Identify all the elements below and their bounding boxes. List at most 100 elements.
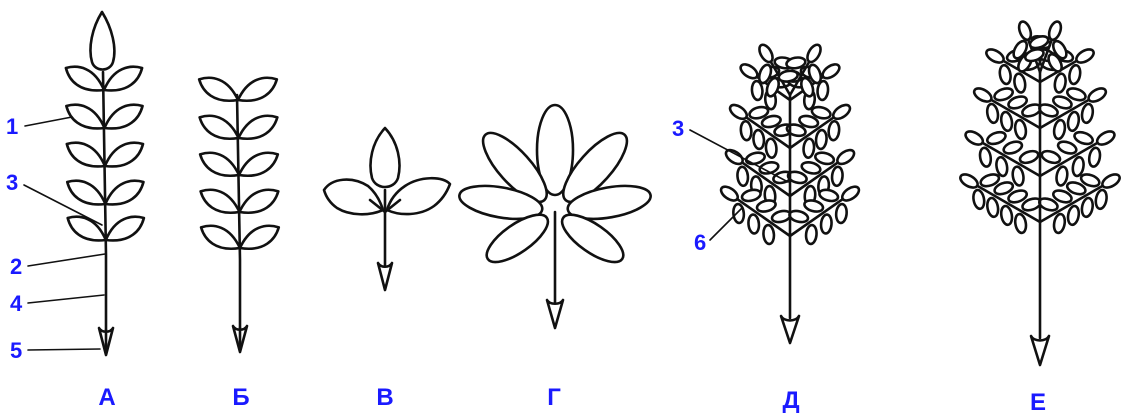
figure-d-pinna-right-4-leaflet-1a [788,209,809,224]
figure-d-pinna-right-3-leaflet-tip [835,147,857,166]
figure-b-leaflet-right-2 [238,116,277,139]
figure-e-pinna-right-3-leaflet-1a [1040,149,1061,165]
figure-a-leaflet-left-3 [67,143,105,167]
figure-e-stipule-base [1031,336,1049,365]
figure-e-pinna-left-4-leaflet-1a [1014,213,1028,234]
callout-1: 1 [6,114,18,139]
leader-2 [28,254,105,266]
figure-e-pinna-left-3-leaflet-3a [979,147,993,168]
figure-e-pinna-right-4-leaflet-1b [1053,213,1067,234]
figure-d-pinna-left-2-leaflet-1a [765,138,777,158]
figure-d-pinna-left-1-leaflet-tip [738,62,760,81]
figure-label-d: Д [782,387,799,414]
figure-d-pinna-top-right-leaflet-tip [805,43,824,65]
figure-d-pinna-right-4-leaflet-2a [803,199,824,214]
figure-b-leaflet-right-3 [239,153,278,176]
figure-d-pinna-right-2-leaflet-1b [803,138,815,158]
figure-v-right-leaflet [387,178,450,214]
callout-6: 6 [694,230,706,255]
figure-d-pinna-right-4-leaflet-3b [835,204,847,224]
figure-d-pinna-left-4-leaflet-1a [763,225,775,245]
figure-b-paripinnate-leaf [199,78,279,352]
figure-e-pinna-left-2-leaflet-tip [972,86,994,105]
figure-b-leaflet-left-2 [200,116,239,139]
leader-6 [710,208,742,240]
figure-e-pinna-right-2-leaflet-2b [1067,111,1081,132]
figure-e-pinna-left-1-leaflet-tip [984,47,1006,66]
figure-e-pinna-left-3-leaflet-1a [1011,166,1025,187]
figure-d-pinna-top-left-leaflet-tip [757,43,776,65]
figure-a-leaflet-right-3 [105,143,143,167]
figure-g-stipule-base [547,300,563,328]
figure-d-pinna-left-2-leaflet-tip [728,102,750,121]
figure-a-leaflet-left-4 [67,181,105,205]
figure-e-pinna-right-2-leaflet-3b [1081,103,1095,124]
figure-d-pinna-right-2-leaflet-3b [828,121,840,141]
figure-e-pinna-right-4-leaflet-tip [1100,172,1122,191]
figure-e-pinna-right-1-leaflet-1b [1053,73,1067,94]
leader-1 [25,117,72,126]
figure-e-pinna-left-2-leaflet-1a [1014,119,1028,140]
figure-e-pinna-right-4-leaflet-4b [1094,189,1108,210]
figure-e-pinna-left-2-leaflet-2a [1000,111,1014,132]
figure-e-pinna-left-3-leaflet-3b [986,130,1007,146]
figure-a-leaflet-right-2 [104,105,142,129]
figure-e-pinna-left-4-leaflet-3a [986,197,1000,218]
figure-a-leaflet-right-5 [106,217,144,241]
figure-d-pinna-left-4-leaflet-3a [733,204,745,224]
figure-d-stipule-base [781,316,799,343]
figure-b-leaflet-left-5 [201,226,240,249]
figure-e-pinna-top-right-leaflet-tip [1047,20,1063,41]
figure-e-pinna-right-2-leaflet-tip [1086,86,1108,105]
figure-e-pinna-right-4-leaflet-3b [1081,197,1095,218]
callout-4: 4 [10,291,23,316]
figure-e-pinna-right-3-leaflet-1b [1055,166,1069,187]
callout-5: 5 [10,338,22,363]
figure-a-terminal-leaflet [90,12,114,70]
figure-d-pinna-right-4-leaflet-tip [840,184,862,203]
figure-d-pinna-left-4-leaflet-2a [748,214,760,234]
figure-d-pinna-left-4-leaflet-3b [741,188,762,203]
figure-e-pinna-right-4-leaflet-2b [1067,205,1081,226]
figure-label-a: А [98,384,115,411]
figure-e-pinna-right-1-leaflet-tip [1074,47,1096,66]
figure-d-pinna-right-2-leaflet-tip [831,102,853,121]
callout-3-figure-a: 3 [6,170,18,195]
figure-e-pinna-left-3-leaflet-1b [1018,149,1039,165]
figure-e-pinna-right-3-leaflet-2b [1071,156,1085,177]
figure-d-pinna-right-3-leaflet-3b [831,166,843,186]
figure-d-pinna-left-4-leaflet-tip [719,184,741,203]
figure-e-tripinnate-leaf [958,20,1122,365]
figure-v-stipule-base [378,263,392,290]
figure-e-pinna-right-1-leaflet-2b [1068,64,1082,85]
figure-d-pinna-right-1-leaflet-tip [820,62,842,81]
figure-label-g: Г [547,384,561,411]
figure-e-pinna-right-3-leaflet-tip [1095,129,1117,148]
figure-e-pinna-left-3-leaflet-2b [1002,139,1023,155]
figure-b-leaflet-left-1 [199,78,238,101]
figure-b-leaflet-left-3 [200,153,239,176]
figure-v-trifoliate-leaf [324,128,450,290]
figure-a-imparipinnate-leaf [66,12,144,355]
leader-4 [28,295,104,303]
figure-b-leaflet-right-4 [239,190,278,213]
figure-b-leaflet-left-4 [201,190,240,213]
figure-v-left-leaflet [324,180,383,215]
figure-e-pinna-right-3-leaflet-3b [1088,147,1102,168]
figure-a-leaflet-right-4 [105,181,143,205]
figure-e-pinna-left-2-leaflet-3a [986,103,1000,124]
figure-d-pinna-left-2-leaflet-3a [740,121,752,141]
figure-e-pinna-top-left-leaflet-tip [1017,20,1033,41]
figure-d-pinna-left-3-leaflet-3a [737,166,749,186]
figure-e-pinna-left-4-leaflet-4a [972,189,986,210]
figure-label-e: Е [1030,389,1046,415]
figure-e-pinna-left-1-leaflet-2a [998,64,1012,85]
figure-a-leaflet-left-5 [68,217,106,241]
figure-a-leaflet-left-1 [66,67,104,91]
figure-a-leaflet-right-1 [104,67,142,91]
figure-e-pinna-left-3-leaflet-tip [963,129,985,148]
figure-label-v: В [376,384,393,411]
figure-label-b: Б [232,384,249,411]
figure-d-pinna-left-2-leaflet-2a [753,130,765,150]
figure-e-pinna-left-4-leaflet-tip [958,172,980,191]
